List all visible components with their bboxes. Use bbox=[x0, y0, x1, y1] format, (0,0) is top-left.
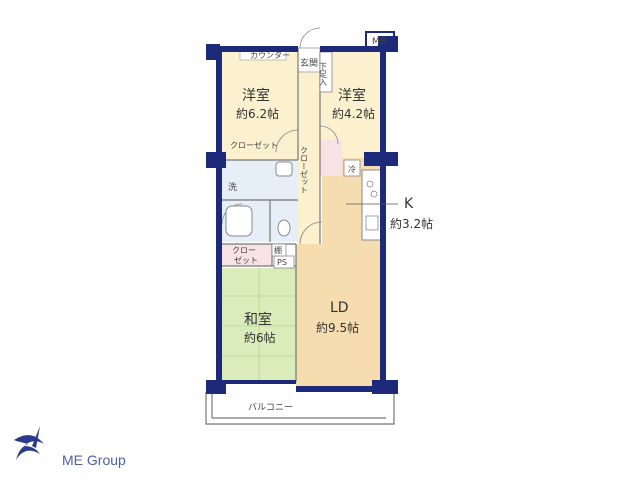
kitchen-size: 約3.2帖 bbox=[390, 216, 433, 231]
entrance-label: 玄関 bbox=[300, 57, 318, 69]
ld-name: LD bbox=[330, 300, 349, 316]
closet-lower-floor bbox=[222, 244, 272, 266]
western-right-size: 約4.2帖 bbox=[332, 106, 375, 121]
ld-size: 約9.5帖 bbox=[316, 320, 359, 335]
washbasin bbox=[275, 161, 293, 177]
shoe-rack-label: 下足入 bbox=[319, 62, 328, 86]
closet-center-floor bbox=[320, 140, 342, 176]
me-group-logo-icon bbox=[14, 426, 44, 460]
closet-lower-label-2: ゼット bbox=[234, 255, 258, 265]
western-right-name: 洋室 bbox=[338, 87, 366, 104]
shelf-box bbox=[271, 243, 287, 257]
tatami-pattern bbox=[222, 268, 296, 382]
western-left-name: 洋室 bbox=[242, 87, 270, 104]
toilet-icon bbox=[277, 219, 291, 237]
balcony-label: バルコニー bbox=[248, 402, 293, 413]
counter-label: カウンター bbox=[250, 51, 290, 60]
kitchen-name: K bbox=[404, 196, 414, 212]
closet-lower-label-1: クロー bbox=[232, 246, 256, 255]
ld-floor bbox=[296, 244, 382, 392]
fridge-space bbox=[343, 159, 361, 177]
japanese-size: 約6帖 bbox=[244, 330, 276, 345]
bathtub bbox=[225, 205, 253, 237]
wash-label: 洗 bbox=[228, 181, 237, 193]
western-left-size: 約6.2帖 bbox=[236, 106, 279, 121]
hall-floor bbox=[298, 48, 320, 248]
closet-left-label: クローゼット bbox=[230, 140, 278, 150]
shelf-label: 棚 bbox=[274, 245, 282, 255]
stove-icon-2 bbox=[370, 190, 378, 198]
mb-label: MB bbox=[372, 37, 386, 47]
fridge-label: 冷 bbox=[348, 164, 356, 174]
stove-icon bbox=[366, 180, 374, 188]
outer-walls bbox=[206, 36, 398, 394]
brand-name: ME Group bbox=[62, 452, 126, 468]
western-room-left-floor bbox=[218, 50, 298, 160]
japanese-name: 和室 bbox=[244, 311, 272, 328]
closet-center-label: クローゼット bbox=[300, 146, 309, 194]
sink-icon bbox=[365, 215, 379, 231]
ps-label: PS bbox=[277, 258, 287, 267]
door-swings bbox=[221, 27, 339, 245]
balcony-outline bbox=[205, 392, 395, 425]
